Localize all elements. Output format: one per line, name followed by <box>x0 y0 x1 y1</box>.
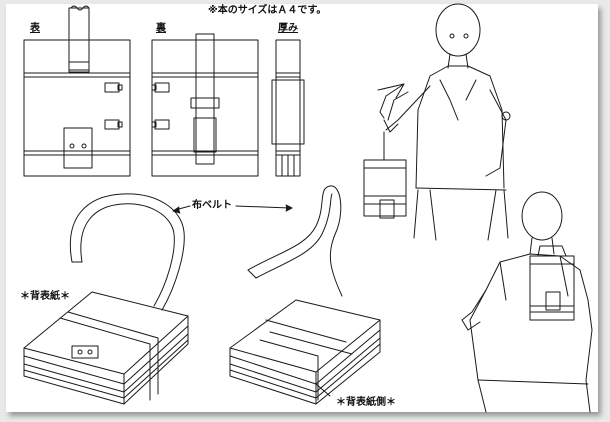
figure-back <box>461 191 593 413</box>
front-view <box>23 5 131 177</box>
back-label: 裏 <box>156 23 166 34</box>
right-book-bundle <box>229 185 381 405</box>
cover-label-right: ＊背表紙側＊ <box>336 397 396 408</box>
back-view <box>151 33 259 177</box>
figure-front <box>363 3 511 241</box>
size-note: ※本のサイズはＡ４です。 <box>208 5 327 16</box>
left-book-bundle <box>23 193 189 405</box>
cover-label-left: ＊背表紙＊ <box>20 291 70 302</box>
thickness-view <box>271 39 305 177</box>
annotation-arrows <box>172 204 331 397</box>
front-label: 表 <box>30 23 40 34</box>
belt-label: 布ベルト <box>192 200 232 211</box>
thickness-label: 厚み <box>278 23 298 34</box>
